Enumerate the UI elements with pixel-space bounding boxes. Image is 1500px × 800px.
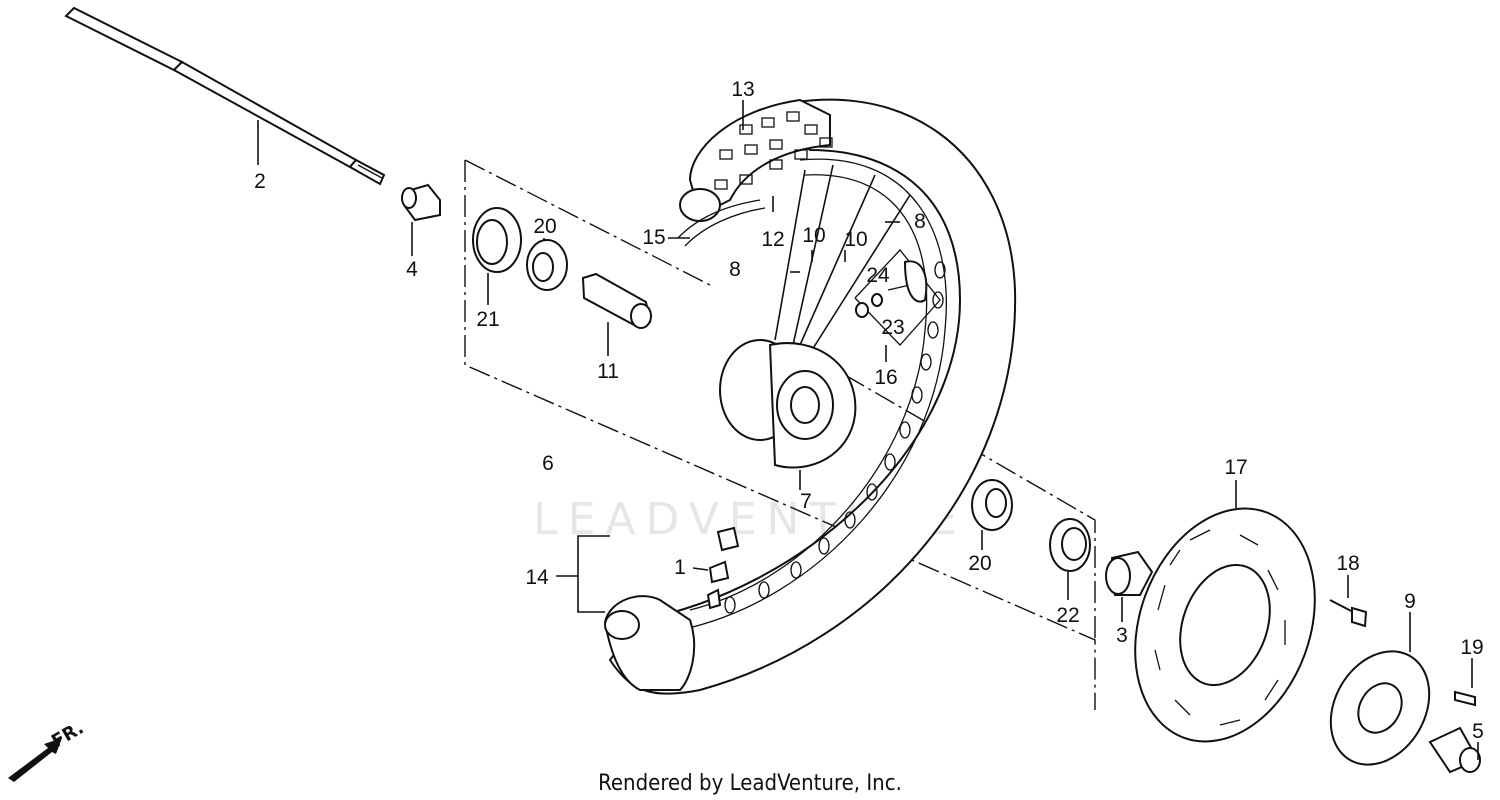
callout-23: 23 <box>881 316 904 339</box>
assembly-outline <box>464 159 1096 710</box>
callout-12: 12 <box>761 228 784 251</box>
callout-14: 14 <box>525 566 549 589</box>
bearing-right <box>971 479 1013 550</box>
valve-assembly <box>556 526 740 691</box>
axle-nut <box>1428 726 1481 774</box>
callout-24: 24 <box>866 264 890 287</box>
tire-tread-section <box>679 98 833 222</box>
hub <box>719 339 857 490</box>
callout-15: 15 <box>642 226 665 249</box>
callout-8-right: 8 <box>914 210 926 233</box>
callout-21: 21 <box>476 308 499 331</box>
front-direction-arrow: FR. <box>8 717 87 782</box>
callout-13: 13 <box>731 78 754 101</box>
rim-band <box>668 196 774 247</box>
callout-6: 6 <box>542 452 554 475</box>
callout-7: 7 <box>800 490 812 513</box>
callout-4: 4 <box>406 258 418 281</box>
disc-bolt <box>1329 575 1368 628</box>
bearing-left <box>526 238 568 291</box>
callout-17: 17 <box>1224 456 1247 479</box>
callout-2: 2 <box>254 170 266 193</box>
callout-16: 16 <box>874 366 897 389</box>
callout-10-left: 10 <box>802 224 825 247</box>
collar-left <box>401 183 441 256</box>
spokes <box>774 164 911 351</box>
tire <box>608 98 1017 695</box>
footer-credit: Rendered by LeadVenture, Inc. <box>598 771 902 796</box>
callout-labels: 1 2 3 4 5 6 7 8 8 9 10 10 11 12 13 14 15… <box>254 78 1484 743</box>
brake-disc <box>1134 480 1316 743</box>
distance-collar <box>581 272 652 356</box>
oil-seal <box>1049 518 1091 600</box>
callout-22: 22 <box>1056 604 1079 627</box>
collar-right <box>1105 550 1154 622</box>
callout-8-left: 8 <box>729 258 741 281</box>
callout-19: 19 <box>1460 636 1483 659</box>
callout-3: 3 <box>1116 624 1128 647</box>
callout-20-left: 20 <box>533 215 556 238</box>
dust-seal <box>472 207 522 305</box>
callout-11: 11 <box>597 360 619 383</box>
axle <box>64 6 386 186</box>
hub-cover <box>1329 612 1431 766</box>
cover-screw <box>1454 658 1476 707</box>
callout-9: 9 <box>1404 590 1416 613</box>
spoke-kit <box>854 249 941 362</box>
callout-5: 5 <box>1472 720 1484 743</box>
callout-20-right: 20 <box>968 552 991 575</box>
callout-18: 18 <box>1336 552 1359 575</box>
callout-10-right: 10 <box>844 228 867 251</box>
callout-1: 1 <box>674 556 686 579</box>
